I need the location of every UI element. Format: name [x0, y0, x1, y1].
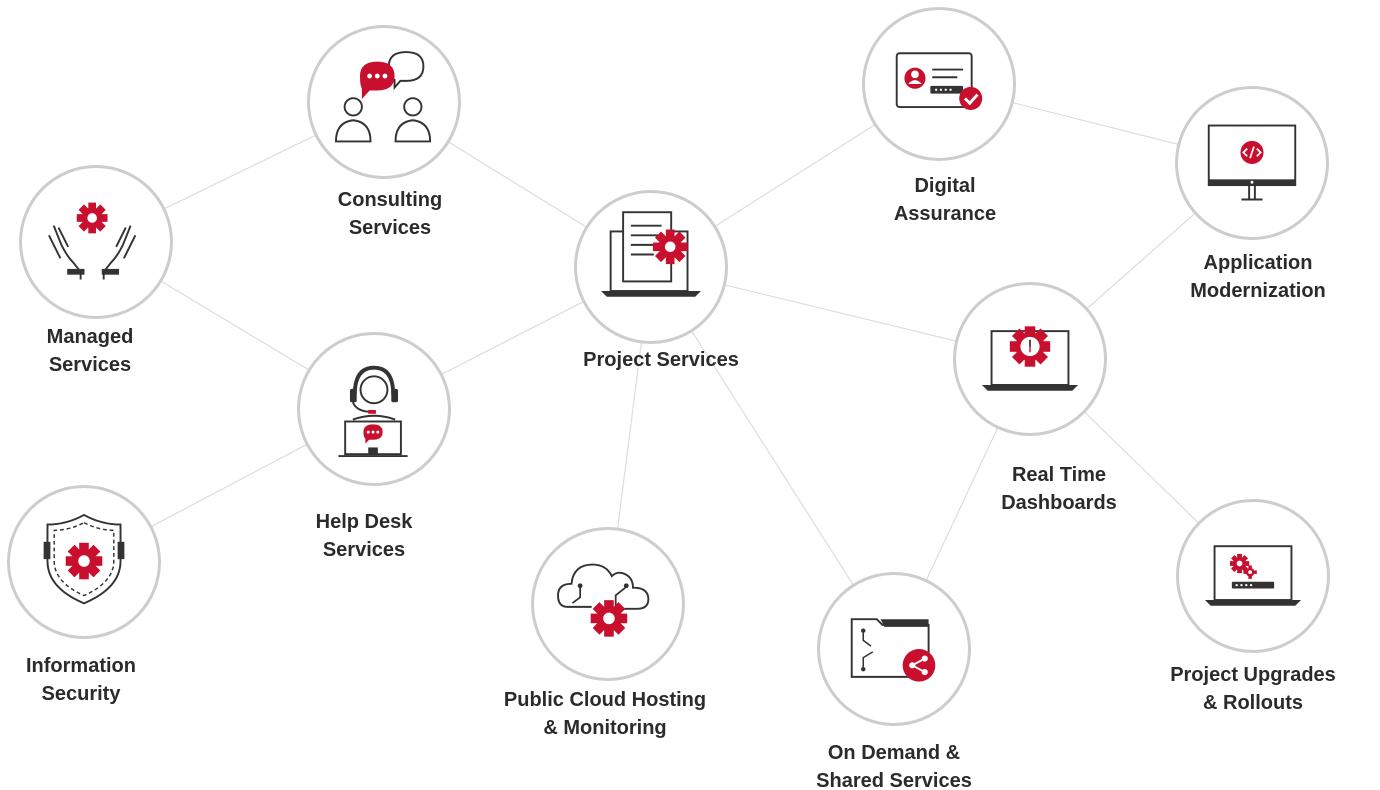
project-services-label: Project Services	[541, 346, 781, 374]
real-time-dashboards-node	[953, 282, 1107, 436]
help-desk-services-label: Help Desk Services	[244, 508, 484, 564]
label-line: Project Services	[583, 349, 739, 371]
help-desk-services-node	[297, 332, 451, 486]
real-time-dashboards-label: Real Time Dashboards	[939, 461, 1179, 517]
label-line: Real Time	[1011, 464, 1107, 486]
label-line: Project Upgrades	[1170, 664, 1336, 686]
label-line: Digital	[914, 175, 976, 197]
application-modernization-node	[1175, 86, 1329, 240]
label-line: Help Desk	[315, 511, 413, 533]
label-line: On Demand &	[827, 742, 961, 764]
public-cloud-hosting-label: Public Cloud Hosting & Monitoring	[485, 686, 725, 742]
folder-share-icon	[850, 618, 936, 682]
digital-assurance-node	[862, 7, 1016, 161]
label-line: Modernization	[1190, 280, 1326, 302]
project-upgrades-rollouts-node	[1176, 499, 1330, 653]
label-line: Assurance	[893, 203, 997, 225]
monitor-code-icon	[1207, 124, 1297, 201]
managed-services-label: Managed Services	[0, 323, 210, 379]
label-line: Public Cloud Hosting	[503, 689, 707, 711]
label-line: Consulting	[337, 189, 443, 211]
label-line: Application	[1203, 252, 1313, 274]
label-line: & Rollouts	[1203, 692, 1303, 714]
cloud-gear-icon	[557, 563, 650, 637]
project-upgrades-rollouts-label: Project Upgrades & Rollouts	[1133, 661, 1373, 717]
public-cloud-hosting-node	[531, 527, 685, 681]
label-line: Services	[348, 217, 432, 239]
id-card-check-icon	[895, 52, 983, 110]
label-line: Services	[48, 354, 132, 376]
label-line: Dashboards	[1001, 492, 1117, 514]
digital-assurance-label: Digital Assurance	[825, 172, 1065, 228]
laptop-gears-progress-icon	[1204, 545, 1302, 606]
on-demand-shared-services-label: On Demand & Shared Services	[774, 739, 1014, 790]
managed-services-node	[19, 165, 173, 319]
label-line: Services	[322, 539, 406, 561]
shield-gear-icon	[43, 513, 125, 605]
consulting-services-label: Consulting Services	[270, 186, 510, 242]
application-modernization-label: Application Modernization	[1138, 249, 1378, 305]
information-security-label: Information Security	[0, 652, 201, 708]
consulting-services-node	[307, 25, 461, 179]
headset-agent-icon	[338, 365, 408, 458]
project-services-node	[574, 190, 728, 344]
label-line: Security	[41, 683, 121, 705]
on-demand-shared-services-node	[817, 572, 971, 726]
laptop-clock-gear-icon	[981, 326, 1079, 391]
label-line: Information	[26, 655, 136, 677]
label-line: & Monitoring	[543, 717, 667, 739]
information-security-node	[7, 485, 161, 639]
chat-bubbles-people-icon	[334, 51, 432, 143]
laptop-document-gear-icon	[601, 211, 701, 297]
hands-gear-icon	[48, 202, 137, 280]
label-line: Shared Services	[816, 770, 972, 790]
label-line: Managed	[46, 326, 134, 348]
